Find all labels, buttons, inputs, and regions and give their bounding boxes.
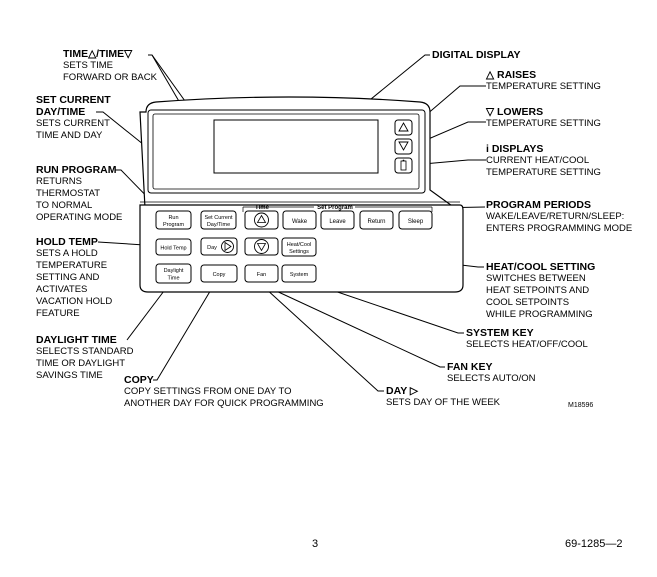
fan-button[interactable]: Fan — [244, 264, 279, 283]
group-label-set-program: Set Program — [317, 205, 353, 211]
thermostat-body — [139, 96, 464, 293]
daylight-time-button[interactable]: Daylight Time — [155, 263, 192, 284]
svg-text:Day/Time: Day/Time — [207, 222, 230, 228]
callout-set-current-day-time: SET CURRENT DAY/TIME SETS CURRENT TIME A… — [36, 94, 111, 141]
callout-daylight-time: DAYLIGHT TIME SELECTS STANDARD TIME OR D… — [36, 334, 134, 381]
callout-time: TIME△/TIME▽ SETS TIME FORWARD OR BACK — [63, 48, 157, 83]
wake-button[interactable]: Wake — [282, 210, 317, 230]
svg-text:Hold Temp: Hold Temp — [160, 246, 186, 252]
callout-raises: △ RAISES TEMPERATURE SETTING — [486, 69, 601, 92]
lower-button[interactable] — [394, 138, 413, 155]
callout-lowers: ▽ LOWERS TEMPERATURE SETTING — [486, 106, 601, 129]
callout-fan-key: FAN KEY SELECTS AUTO/ON — [447, 361, 536, 384]
svg-text:Settings: Settings — [289, 249, 309, 255]
svg-text:Set Current: Set Current — [204, 215, 233, 221]
leave-button[interactable]: Leave — [320, 210, 355, 230]
svg-text:Daylight: Daylight — [164, 268, 184, 274]
svg-text:Program: Program — [163, 222, 185, 228]
svg-text:Wake: Wake — [292, 219, 308, 225]
page-number: 3 — [312, 538, 319, 550]
day-forward-button[interactable]: Day — [200, 237, 238, 256]
svg-text:Sleep: Sleep — [408, 219, 424, 225]
callout-copy: COPY COPY SETTINGS FROM ONE DAY TO ANOTH… — [124, 374, 324, 409]
svg-text:Day: Day — [207, 245, 217, 251]
sleep-button[interactable]: Sleep — [398, 210, 433, 230]
leader-fan — [258, 282, 445, 368]
callout-displays: i DISPLAYS CURRENT HEAT/COOL TEMPERATURE… — [486, 143, 601, 178]
figure-code: M18596 — [568, 402, 594, 409]
callout-hold-temp: HOLD TEMP SETS A HOLD TEMPERATURE SETTIN… — [36, 236, 113, 319]
system-button[interactable]: System — [281, 264, 317, 283]
svg-text:Fan: Fan — [257, 272, 266, 278]
svg-text:Run: Run — [168, 215, 178, 221]
leader-lowers — [411, 121, 486, 147]
callout-run-program: RUN PROGRAM RETURNS THERMOSTAT TO NORMAL… — [36, 164, 123, 223]
callout-digital-display: DIGITAL DISPLAY — [432, 49, 521, 61]
leader-copy — [153, 282, 216, 381]
svg-text:Time: Time — [167, 276, 179, 282]
digital-display-lcd — [213, 119, 379, 174]
callout-system-key: SYSTEM KEY SELECTS HEAT/OFF/COOL — [466, 327, 588, 350]
set-current-daytime-button[interactable]: Set Current Day/Time — [200, 210, 237, 230]
svg-text:Return: Return — [367, 219, 385, 225]
time-down-button[interactable] — [244, 237, 279, 256]
callout-day: DAY ▷ SETS DAY OF THE WEEK — [386, 385, 501, 408]
hold-temp-button[interactable]: Hold Temp — [155, 238, 192, 256]
svg-text:Heat/Cool: Heat/Cool — [287, 242, 311, 248]
leader-system — [310, 282, 464, 334]
copy-button[interactable]: Copy — [200, 264, 238, 283]
info-icon — [400, 159, 407, 171]
svg-text:System: System — [290, 272, 309, 278]
leader-displays — [411, 159, 486, 166]
group-label-time: Time — [255, 205, 270, 211]
raise-button[interactable] — [394, 119, 413, 136]
leader-day — [229, 255, 384, 392]
callout-program-periods: PROGRAM PERIODS WAKE/LEAVE/RETURN/SLEEP:… — [486, 199, 633, 234]
heat-cool-settings-button[interactable]: Heat/Cool Settings — [281, 237, 317, 257]
callout-heat-cool-setting: HEAT/COOL SETTING SWITCHES BETWEEN HEAT … — [486, 261, 596, 320]
run-program-button[interactable]: Run Program — [155, 210, 192, 230]
return-button[interactable]: Return — [359, 210, 394, 230]
info-button[interactable] — [394, 157, 413, 174]
time-up-button[interactable] — [244, 210, 279, 230]
document-number: 69-1285—2 — [565, 538, 623, 550]
svg-text:Copy: Copy — [213, 272, 226, 278]
svg-text:Leave: Leave — [329, 219, 346, 225]
